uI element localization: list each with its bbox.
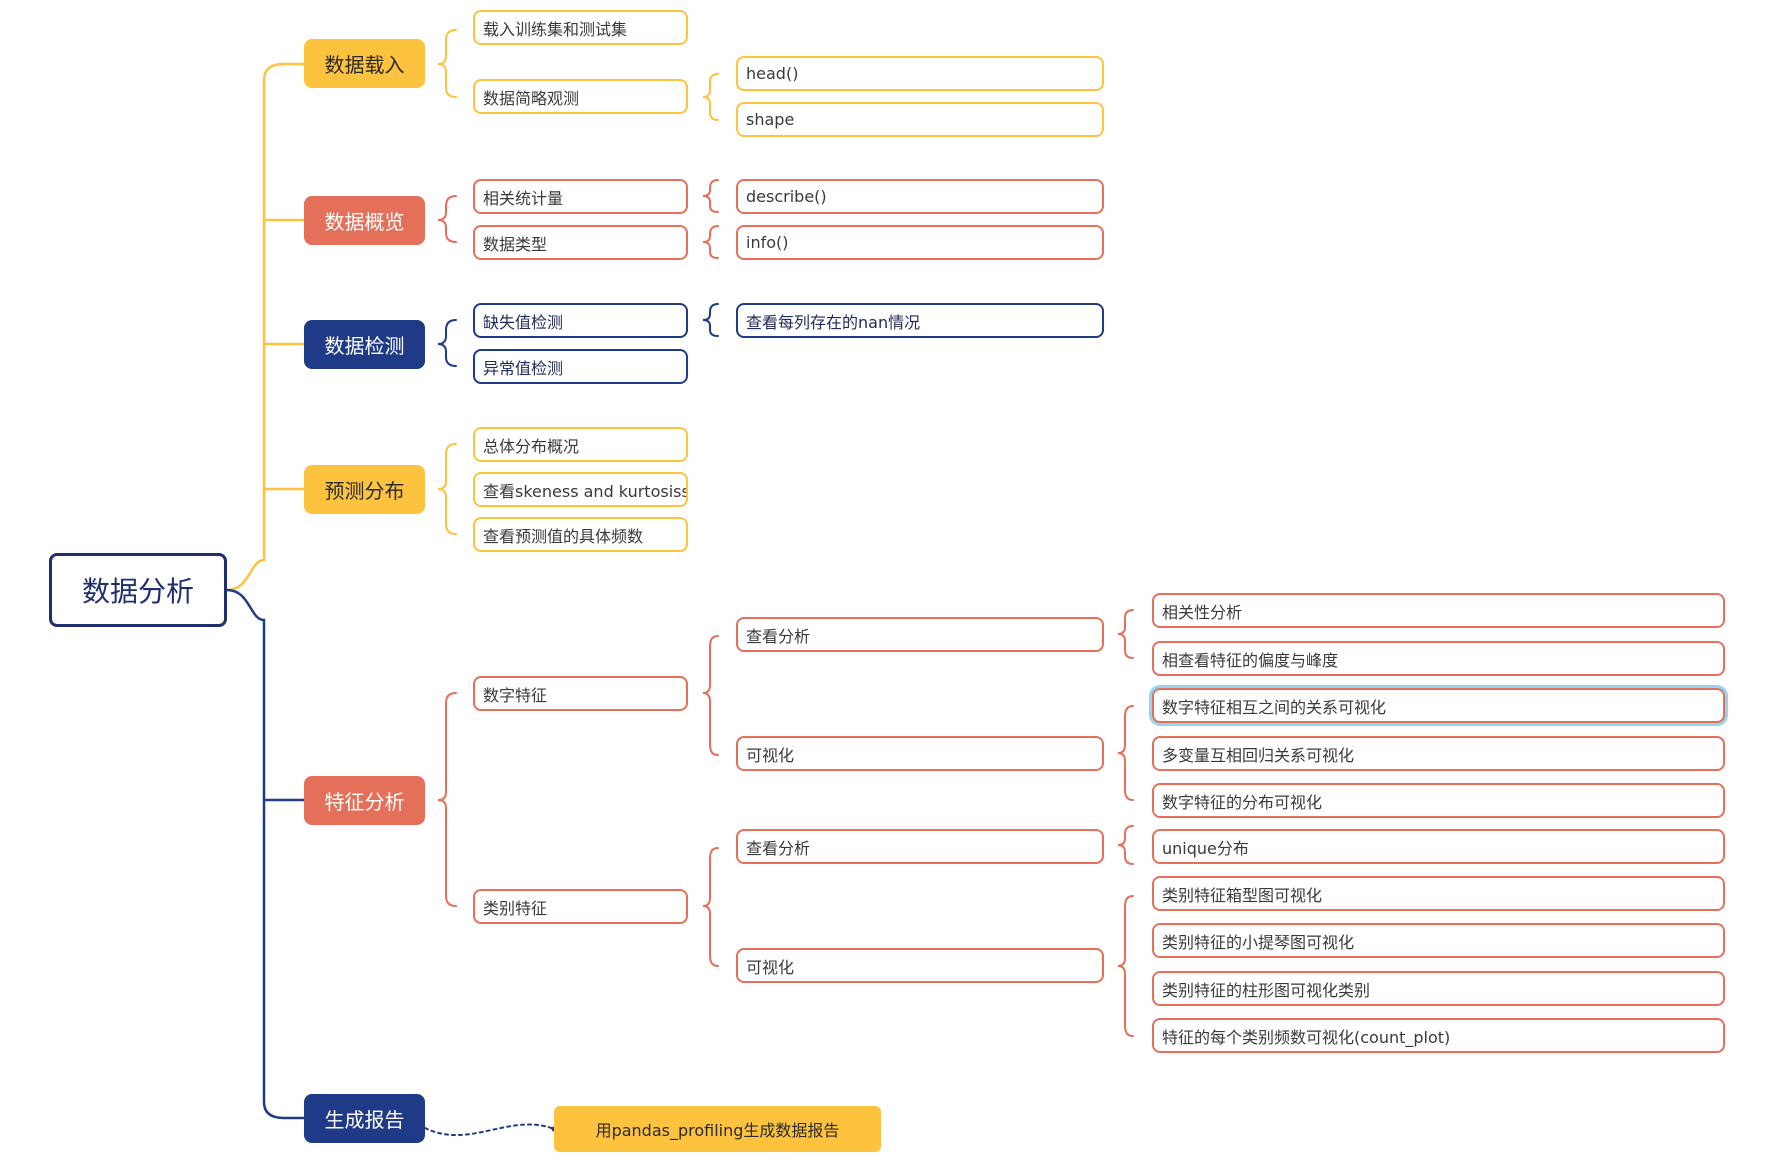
node-missing[interactable]: 缺失值检测: [473, 303, 688, 338]
brace-types: [702, 225, 719, 259]
node-unique[interactable]: unique分布: [1152, 829, 1725, 864]
branch-data-overview[interactable]: 数据概览: [304, 196, 425, 245]
node-num-visual[interactable]: 可视化: [736, 736, 1104, 771]
node-skew-kurt[interactable]: 查看skeness and kurtosiss: [473, 472, 688, 507]
branch-predict-dist[interactable]: 预测分布: [304, 465, 425, 514]
node-outlier[interactable]: 异常值检测: [473, 349, 688, 384]
node-stats[interactable]: 相关统计量: [473, 179, 688, 214]
node-count-plot[interactable]: 特征的每个类别频数可视化(count_plot): [1152, 1018, 1725, 1053]
branch-data-load[interactable]: 数据载入: [304, 39, 425, 88]
brace-load: [437, 29, 457, 98]
node-nan[interactable]: 查看每列存在的nan情况: [736, 303, 1104, 338]
brace-categorical: [702, 847, 719, 967]
node-skew-kurt-feature[interactable]: 相查看特征的偏度与峰度: [1152, 641, 1725, 676]
node-cat-analysis[interactable]: 查看分析: [736, 829, 1104, 864]
node-bar[interactable]: 类别特征的柱形图可视化类别: [1152, 971, 1725, 1006]
brace-feature: [437, 692, 457, 907]
node-correlation[interactable]: 相关性分析: [1152, 593, 1725, 628]
branch-data-detect[interactable]: 数据检测: [304, 320, 425, 369]
node-box[interactable]: 类别特征箱型图可视化: [1152, 876, 1725, 911]
brace-detect: [437, 319, 457, 367]
connector-root-upper: [225, 62, 306, 592]
root-node[interactable]: 数据分析: [49, 553, 227, 627]
brace-cat-analysis: [1117, 825, 1134, 865]
brace-cat-visual: [1117, 895, 1134, 1037]
node-categorical[interactable]: 类别特征: [473, 889, 688, 924]
node-types[interactable]: 数据类型: [473, 225, 688, 260]
report-link: [424, 1123, 555, 1137]
brace-brief: [702, 73, 719, 121]
node-num-relation[interactable]: 数字特征相互之间的关系可视化: [1152, 688, 1725, 723]
connector-root-lower: [225, 588, 306, 1120]
node-numeric[interactable]: 数字特征: [473, 676, 688, 711]
brace-numeric: [702, 635, 719, 756]
node-load-sets[interactable]: 载入训练集和测试集: [473, 10, 688, 45]
node-describe[interactable]: describe(): [736, 179, 1104, 214]
node-num-analysis[interactable]: 查看分析: [736, 617, 1104, 652]
brace-missing: [702, 303, 719, 337]
node-violin[interactable]: 类别特征的小提琴图可视化: [1152, 923, 1725, 958]
brace-overview: [437, 195, 457, 243]
branch-feature-analysis[interactable]: 特征分析: [304, 776, 425, 825]
node-cat-visual[interactable]: 可视化: [736, 948, 1104, 983]
brace-stats: [702, 179, 719, 213]
node-num-dist[interactable]: 数字特征的分布可视化: [1152, 783, 1725, 818]
brace-num-visual: [1117, 705, 1134, 801]
node-head[interactable]: head(): [736, 56, 1104, 91]
node-pandas-profiling[interactable]: 用pandas_profiling生成数据报告: [554, 1106, 881, 1152]
brace-predict: [437, 443, 457, 535]
node-overall-dist[interactable]: 总体分布概况: [473, 427, 688, 462]
node-info[interactable]: info(): [736, 225, 1104, 260]
node-shape[interactable]: shape: [736, 102, 1104, 137]
node-pred-freq[interactable]: 查看预测值的具体频数: [473, 517, 688, 552]
brace-num-analysis: [1117, 609, 1134, 659]
node-brief-observe[interactable]: 数据简略观测: [473, 79, 688, 114]
branch-report[interactable]: 生成报告: [304, 1094, 425, 1143]
node-multi-regression[interactable]: 多变量互相回归关系可视化: [1152, 736, 1725, 771]
